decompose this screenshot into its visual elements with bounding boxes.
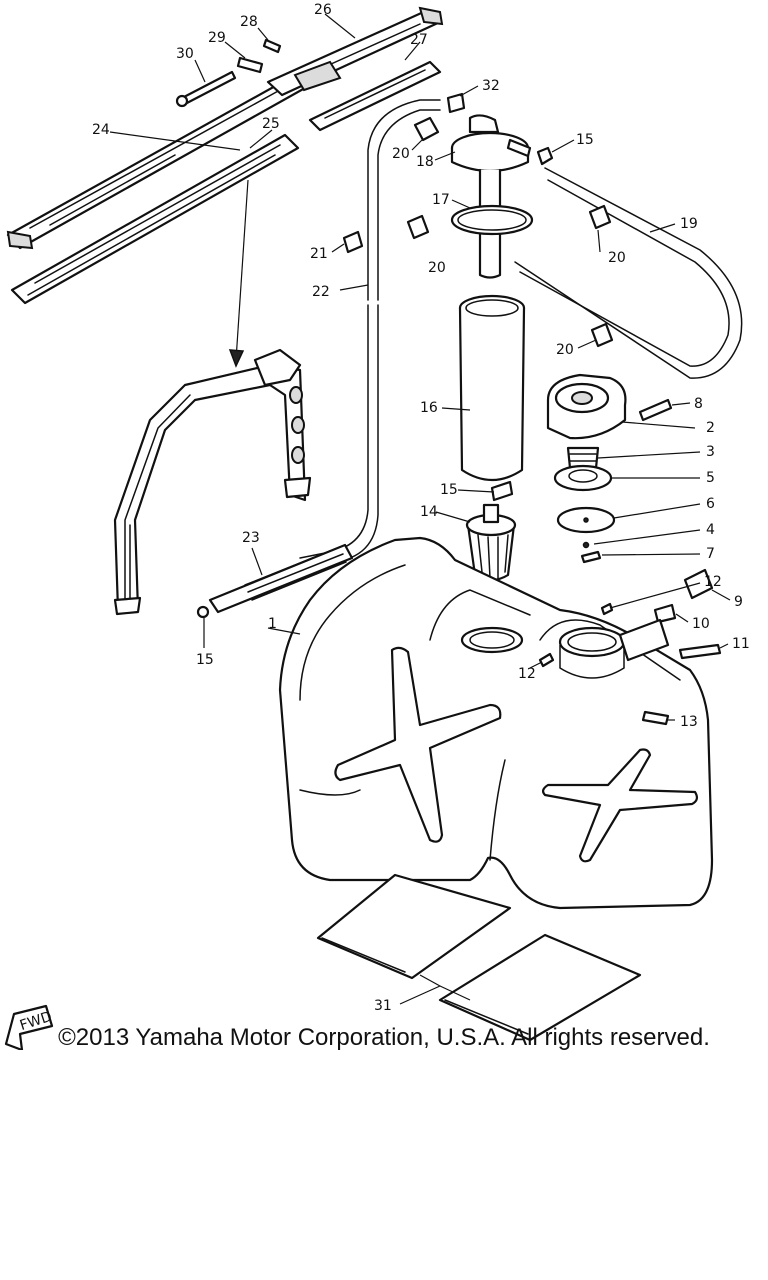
callout-28: 28	[240, 14, 258, 30]
callout-27: 27	[410, 32, 428, 48]
bolt-30	[175, 70, 237, 108]
clip-20-c	[588, 204, 612, 230]
clamp-15-lower	[196, 605, 210, 619]
callout-3: 3	[706, 444, 715, 460]
callout-2: 2	[706, 420, 715, 436]
callout-20-a: 20	[392, 146, 410, 162]
callout-25: 25	[262, 116, 280, 132]
clip-20-a	[413, 116, 440, 142]
rod-11	[678, 643, 722, 660]
pin-7	[580, 550, 602, 564]
callout-12-a: 12	[704, 574, 722, 590]
pad-31-rear	[438, 933, 642, 1042]
filter-16	[458, 294, 526, 481]
plug-13	[641, 710, 670, 726]
spring-8	[638, 398, 673, 422]
callout-20-b: 20	[428, 260, 446, 276]
callout-7: 7	[706, 546, 715, 562]
gasket-5	[553, 464, 613, 492]
callout-10: 10	[692, 616, 710, 632]
ring-17	[450, 204, 534, 236]
hose-23	[208, 543, 354, 614]
clip-20-d	[590, 322, 614, 348]
callout-21: 21	[310, 246, 328, 262]
collar-29	[236, 56, 264, 74]
pad-31-front	[316, 873, 512, 980]
callout-14: 14	[420, 504, 438, 520]
callout-6: 6	[706, 496, 715, 512]
clip-32	[446, 92, 466, 114]
callout-labels: 1 2 3 4 5 6 7 8 9 10 11 12 12 13 14 15 1…	[92, 2, 750, 1014]
callout-18: 18	[416, 154, 434, 170]
callout-32: 32	[482, 78, 500, 94]
copyright-notice: ©2013 Yamaha Motor Corporation, U.S.A. A…	[58, 1024, 710, 1051]
cap-18	[450, 114, 532, 279]
callout-20-c: 20	[608, 250, 626, 266]
clamp-15-middle	[490, 480, 514, 502]
callout-30: 30	[176, 46, 194, 62]
callout-31: 31	[374, 998, 392, 1014]
callout-17: 17	[432, 192, 450, 208]
callout-5: 5	[706, 470, 715, 486]
callout-9: 9	[734, 594, 743, 610]
callout-12-b: 12	[518, 666, 536, 682]
callout-13: 13	[680, 714, 698, 730]
callout-4: 4	[706, 522, 715, 538]
callout-23: 23	[242, 530, 260, 546]
callout-1: 1	[268, 616, 277, 632]
callout-24: 24	[92, 122, 110, 138]
strap-24	[6, 73, 307, 250]
clamp-15-upper	[536, 146, 554, 166]
strap-27	[308, 60, 442, 132]
callout-15-upper: 15	[576, 132, 594, 148]
leader-lines	[109, 13, 731, 1005]
callout-20-d: 20	[556, 342, 574, 358]
part-10	[653, 603, 677, 624]
callout-15-middle: 15	[440, 482, 458, 498]
filler-cap-2	[546, 373, 627, 440]
callout-19: 19	[680, 216, 698, 232]
fuel-tank-1	[278, 536, 714, 910]
callout-22: 22	[312, 284, 330, 300]
callout-11: 11	[732, 636, 750, 652]
strap-26	[266, 6, 444, 97]
clip-20-b	[406, 214, 430, 240]
clip-21	[342, 230, 364, 254]
pin-28	[262, 38, 282, 54]
callout-8: 8	[694, 396, 703, 412]
parts-diagram: FWD	[4, 2, 750, 1050]
assembly-arrow	[228, 179, 249, 368]
pin-4	[582, 541, 590, 549]
screw-12-a	[600, 602, 614, 616]
callout-26: 26	[314, 2, 332, 18]
callout-29: 29	[208, 30, 226, 46]
strap-25	[10, 133, 300, 305]
hose-22	[299, 99, 441, 569]
callout-15-lower: 15	[196, 652, 214, 668]
callout-16: 16	[420, 400, 438, 416]
screw-12-b	[538, 652, 555, 668]
hose-19	[514, 167, 743, 379]
disc-6	[556, 506, 616, 534]
spring-3	[566, 446, 600, 470]
tank-bracket	[113, 348, 312, 616]
